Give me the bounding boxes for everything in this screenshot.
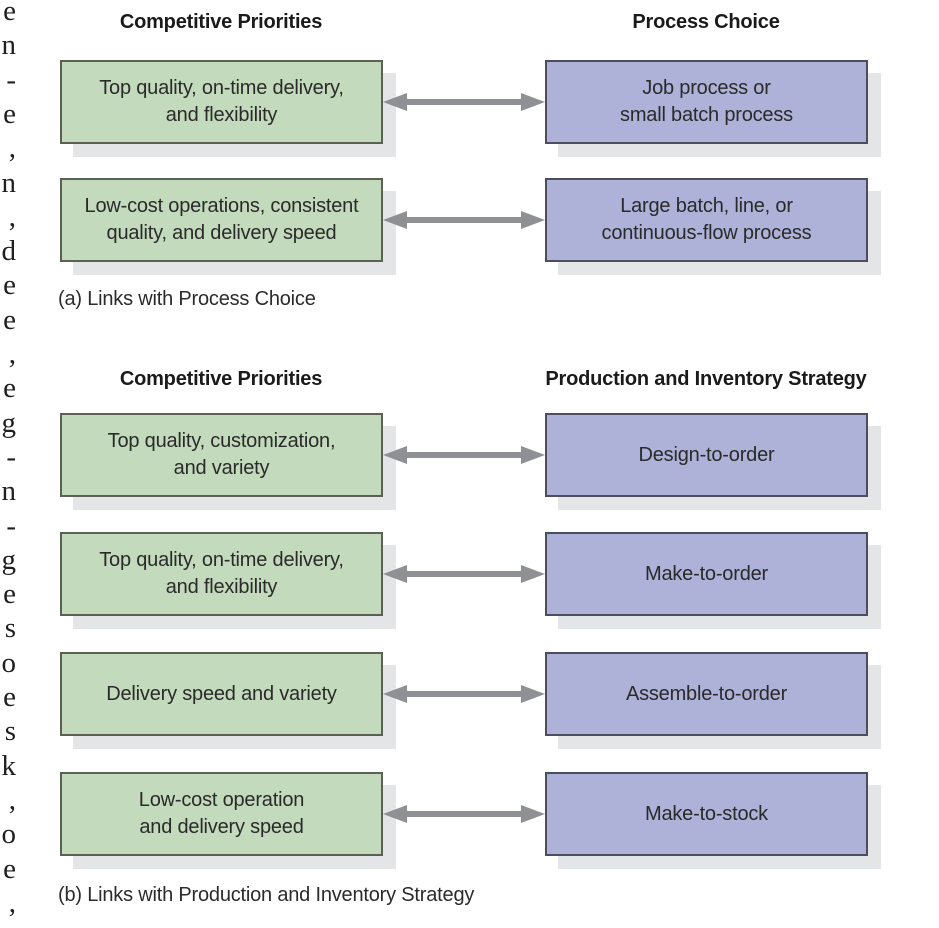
page-edge-text-fragment: e: [3, 303, 16, 336]
page-edge-text-fragment: d: [1, 235, 17, 268]
page-edge-text-fragment: ,: [8, 132, 16, 165]
double-headed-arrow-icon: [383, 211, 545, 229]
strategy-choice-box: Large batch, line, or continuous-flow pr…: [545, 178, 868, 262]
double-headed-arrow-icon: [383, 446, 545, 464]
double-headed-arrow-icon: [383, 685, 545, 703]
page-edge-text-fragment: ,: [8, 886, 16, 919]
page-edge-text-fragment: -: [6, 63, 16, 96]
page-edge-text-fragment: -: [6, 509, 16, 542]
page-edge-text-fragment: o: [1, 646, 17, 679]
competitive-priority-box: Low-cost operations, consistent quality,…: [60, 178, 383, 262]
page-edge-text-fragment: e: [3, 0, 16, 27]
competitive-priority-box: Delivery speed and variety: [60, 652, 383, 736]
competitive-priority-box: Top quality, customization, and variety: [60, 413, 383, 497]
page-edge-text-fragment: g: [1, 406, 17, 439]
strategy-choice-box: Design-to-order: [545, 413, 868, 497]
page-edge-text-fragment: g: [1, 543, 17, 576]
page-edge-text-fragment: n: [1, 166, 17, 199]
competitive-priority-box: Low-cost operation and delivery speed: [60, 772, 383, 856]
page-edge-text-fragment: e: [3, 578, 16, 611]
page-edge-text-fragment: e: [3, 269, 16, 302]
page-edge-text-fragment: s: [4, 612, 16, 645]
double-headed-arrow-icon: [383, 565, 545, 583]
page-edge-text-fragment: ,: [8, 338, 16, 370]
page-edge-text-fragment: ,: [8, 200, 16, 233]
section-a-caption: (a) Links with Process Choice: [58, 288, 316, 310]
strategy-choice-box: Make-to-order: [545, 532, 868, 616]
strategy-choice-box: Job process or small batch process: [545, 60, 868, 144]
page-edge-text-fragment: o: [1, 818, 17, 851]
page-edge-text-fragment: e: [3, 372, 16, 405]
page-edge-text-fragment: -: [6, 440, 16, 473]
page-edge-text-fragment: e: [3, 681, 16, 713]
competitive-priority-box: Top quality, on-time delivery, and flexi…: [60, 532, 383, 616]
page-edge-text-fragment: e: [3, 852, 16, 885]
page-edge-text-fragment: n: [1, 29, 17, 62]
double-headed-arrow-icon: [383, 93, 545, 111]
page-edge-text-fragment: k: [1, 749, 17, 782]
double-headed-arrow-icon: [383, 805, 545, 823]
section-b-left-column-header: Competitive Priorities: [119, 368, 323, 390]
page-edge-text-fragment: ,: [8, 783, 16, 816]
page-edge-text-fragment: s: [4, 715, 16, 748]
page-edge-text-fragment: n: [1, 475, 17, 508]
section-a-left-column-header: Competitive Priorities: [119, 11, 323, 33]
competitive-priority-box: Top quality, on-time delivery, and flexi…: [60, 60, 383, 144]
section-b-caption: (b) Links with Production and Inventory …: [58, 884, 475, 906]
strategy-choice-box: Make-to-stock: [545, 772, 868, 856]
section-a-right-column-header: Process Choice: [632, 11, 780, 33]
page-edge-text-fragment: e: [3, 97, 16, 130]
strategy-choice-box: Assemble-to-order: [545, 652, 868, 736]
section-b-right-column-header: Production and Inventory Strategy: [545, 368, 867, 390]
